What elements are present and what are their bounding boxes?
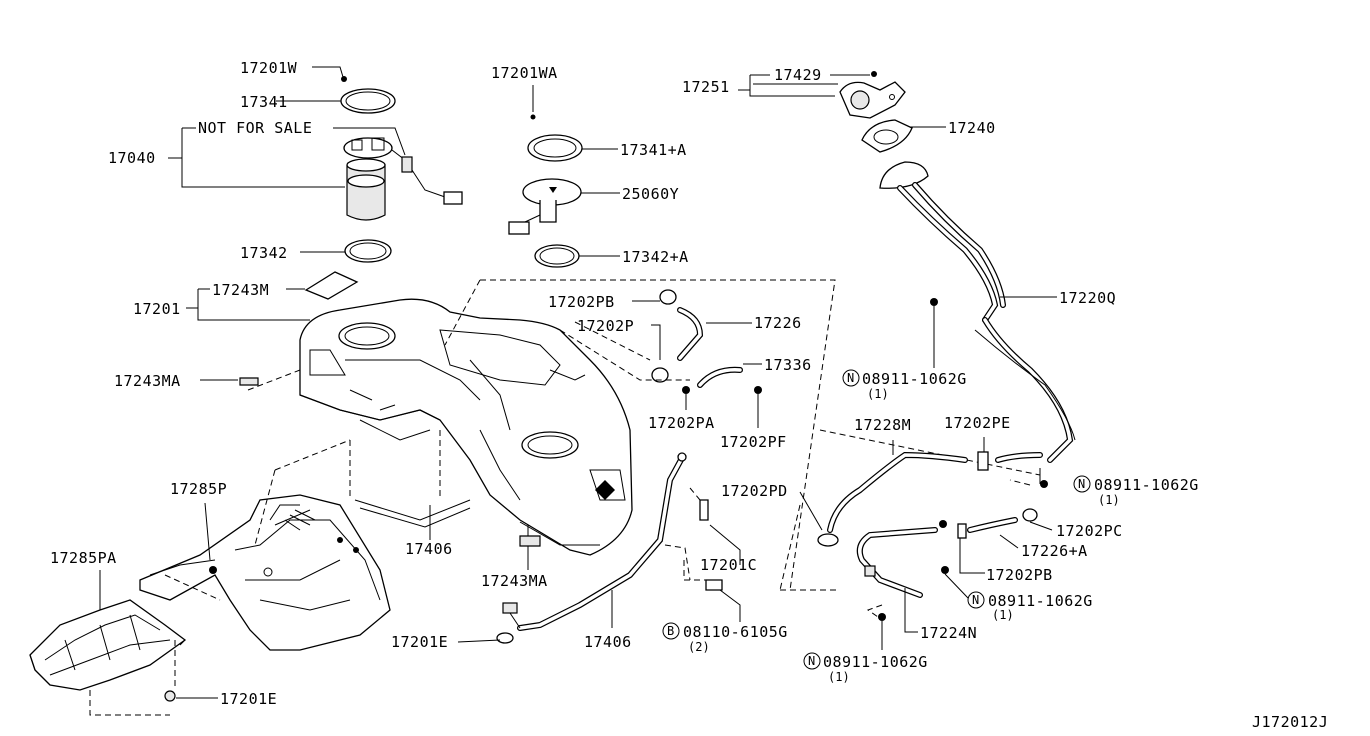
pad-17243M	[304, 271, 359, 300]
label-17226A: 17226+A	[1021, 542, 1088, 560]
label-17202PB-1: 17202PB	[548, 293, 615, 311]
label-17406-2: 17406	[584, 633, 632, 651]
filler-neck-group	[839, 71, 1076, 488]
heat-shield-17285P	[139, 494, 391, 651]
b-symbol	[662, 622, 680, 640]
clip-17243MA-2	[519, 535, 541, 547]
clamp-17202PC	[1022, 508, 1038, 522]
filler-cap-17251	[839, 81, 906, 119]
label-08110-qty: (2)	[688, 640, 710, 654]
label-17201E-2: 17201E	[220, 690, 277, 708]
label-17202PD: 17202PD	[721, 482, 788, 500]
label-08110: 08110-6105G	[683, 623, 788, 641]
label-17406-1: 17406	[405, 540, 453, 558]
label-17224N: 17224N	[920, 624, 977, 642]
label-17240: 17240	[948, 119, 996, 137]
heat-shield-17285PA	[29, 599, 187, 691]
label-17341A: 17341+A	[620, 141, 687, 159]
label-17201WA: 17201WA	[491, 64, 558, 82]
n-symbol-a-text: N	[847, 371, 854, 385]
label-17342A: 17342+A	[622, 248, 689, 266]
label-08911-d-qty: (1)	[828, 670, 850, 684]
sender-unit-group	[508, 85, 583, 268]
label-08911-c-qty: (1)	[992, 608, 1014, 622]
label-08911-a: 08911-1062G	[862, 370, 967, 388]
label-17201C: 17201C	[700, 556, 757, 574]
bolt-17201E-1	[496, 632, 514, 644]
clamp-17202PD	[817, 533, 839, 547]
label-08911-d: 08911-1062G	[823, 653, 928, 671]
b-symbol-text: B	[667, 624, 674, 638]
label-17228M: 17228M	[854, 416, 911, 434]
gasket-17342	[344, 239, 392, 263]
bolt-17201W	[341, 76, 347, 82]
pump-connector	[443, 191, 463, 205]
label-17202PC: 17202PC	[1056, 522, 1123, 540]
clip-17202PB-2	[957, 523, 967, 539]
filler-neck-mouth	[879, 161, 929, 189]
fuel-pump-assembly	[304, 76, 463, 300]
n-symbol-d	[803, 652, 821, 670]
strap-assembly	[496, 452, 723, 644]
n-symbol-b	[1073, 475, 1091, 493]
n-symbol-a	[842, 369, 860, 387]
label-17243MA-1: 17243MA	[114, 372, 181, 390]
n-symbol-b-text: N	[1078, 477, 1085, 491]
label-17220Q: 17220Q	[1059, 289, 1116, 307]
n-symbol-c	[967, 591, 985, 609]
label-17202PE: 17202PE	[944, 414, 1011, 432]
label-not-for-sale: NOT FOR SALE	[198, 119, 312, 137]
pump-module-top	[343, 137, 393, 159]
clip-17243MA-1	[239, 377, 259, 386]
diagram-id: J172012J	[1252, 713, 1328, 731]
label-17226: 17226	[754, 314, 802, 332]
clamp-17202P	[651, 367, 669, 383]
label-17202PB-2: 17202PB	[986, 566, 1053, 584]
label-08911-b: 08911-1062G	[1094, 476, 1199, 494]
label-17202PA: 17202PA	[648, 414, 715, 432]
evap-hoses	[651, 289, 762, 394]
label-17342: 17342	[240, 244, 288, 262]
gasket-17341	[340, 88, 396, 114]
label-25060Y: 25060Y	[622, 185, 679, 203]
label-17201: 17201	[133, 300, 181, 318]
label-17341: 17341	[240, 93, 288, 111]
label-17243MA-2: 17243MA	[481, 572, 548, 590]
label-17429: 17429	[774, 66, 822, 84]
bolt-08110	[705, 579, 723, 591]
label-17202PF: 17202PF	[720, 433, 787, 451]
pump-body	[346, 165, 386, 221]
label-17201W: 17201W	[240, 59, 298, 77]
clip-17202PE	[977, 451, 989, 471]
label-17202P: 17202P	[577, 317, 634, 335]
label-08911-a-qty: (1)	[867, 387, 889, 401]
label-17285PA: 17285PA	[50, 549, 117, 567]
bolt-17201E-2	[164, 690, 176, 702]
bolt-17201C	[699, 499, 709, 521]
clamp-17202PB-1	[659, 289, 677, 305]
label-17251: 17251	[682, 78, 730, 96]
label-08911-c: 08911-1062G	[988, 592, 1093, 610]
n-symbol-d-text: N	[808, 654, 815, 668]
label-17243M: 17243M	[212, 281, 269, 299]
label-08911-b-qty: (1)	[1098, 493, 1120, 507]
label-17285P: 17285P	[170, 480, 227, 498]
fuel-tank-17201	[299, 298, 633, 556]
gasket-17240	[861, 119, 913, 153]
label-17201E-1: 17201E	[391, 633, 448, 651]
label-17336: 17336	[764, 356, 812, 374]
vent-tubes	[817, 451, 1043, 621]
n-symbol-c-text: N	[972, 593, 979, 607]
label-17040: 17040	[108, 149, 156, 167]
